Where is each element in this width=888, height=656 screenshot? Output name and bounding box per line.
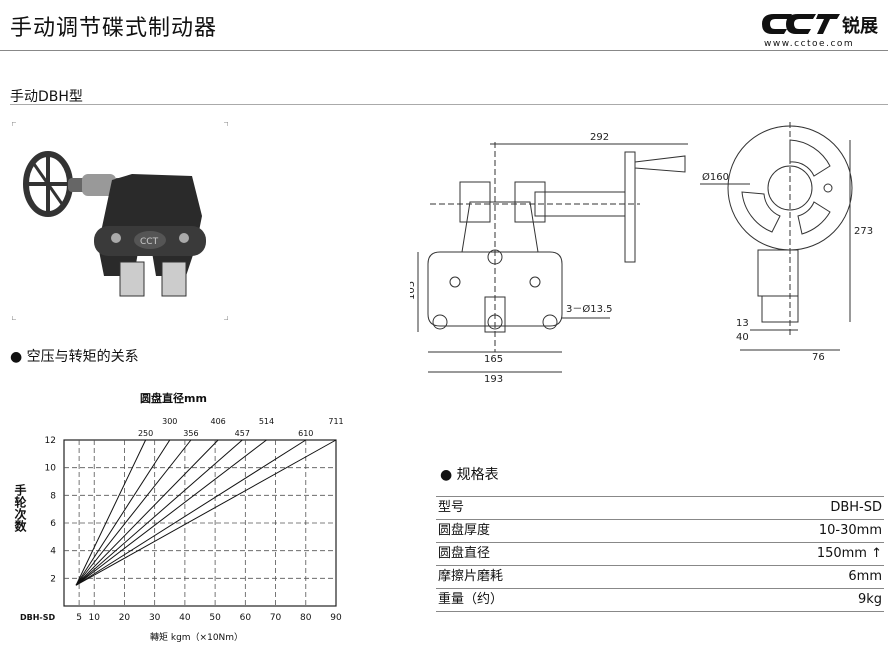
series-label-300: 300 xyxy=(162,417,177,426)
chart-xlabel: 轉矩 kgm（×10Nm） xyxy=(150,631,243,643)
y-tick-label: 2 xyxy=(50,574,56,584)
spec-row: 型号 DBH-SD xyxy=(436,496,884,520)
spec-section-heading: ● 规格表 xyxy=(440,464,499,484)
dim-13: 13 xyxy=(736,318,749,329)
dim-13-5: 3－Ø13.5 xyxy=(566,303,613,315)
dim-193: 193 xyxy=(484,374,503,382)
chart-corner-label: DBH-SD xyxy=(20,613,56,622)
logo-mark: 锐展 xyxy=(762,14,879,37)
dim-40: 40 xyxy=(736,332,749,343)
subtitle-divider xyxy=(10,104,888,105)
spec-row: 圆盘厚度 10-30mm xyxy=(436,520,884,543)
cct-logo: 锐展 www.cctoe.com xyxy=(762,14,879,48)
spec-value: 150mm ↑ xyxy=(816,546,882,561)
spec-value: 10-30mm xyxy=(818,523,882,538)
dim-76: 76 xyxy=(812,352,825,363)
series-label-457: 457 xyxy=(235,429,250,438)
dim-160: Ø160 xyxy=(702,171,729,183)
dim-165: 165 xyxy=(484,354,503,365)
spec-row: 重量（约） 9kg xyxy=(436,589,884,612)
technical-drawing: 292 165 193 105 3－Ø13.5 Ø160 273 13 40 7… xyxy=(410,122,873,382)
y-tick-label: 10 xyxy=(45,464,57,474)
chart-series-labels: 250 300 356 406 457 514 610 711 xyxy=(138,417,344,438)
x-tick-label: 40 xyxy=(179,613,191,623)
spec-label: 圆盘厚度 xyxy=(438,523,491,538)
bullet-icon: ● xyxy=(10,349,23,365)
x-tick-label: 50 xyxy=(209,613,221,623)
series-line-514 xyxy=(75,439,267,586)
spec-table: 型号 DBH-SD 圆盘厚度 10-30mm 圆盘直径 150mm ↑ 摩擦片磨… xyxy=(436,496,884,612)
dim-292: 292 xyxy=(590,132,609,143)
series-line-406 xyxy=(75,439,219,586)
brake-body: CCT xyxy=(94,174,206,297)
chart-section-label: 空压与转矩的关系 xyxy=(26,349,139,365)
series-label-250: 250 xyxy=(138,429,153,438)
torque-chart: 圆盘直径mm DBH-SD 轉矩 kgm（×10Nm） 手轮次数 2503003… xyxy=(13,391,344,643)
series-line-457 xyxy=(75,439,243,586)
adjust-nut xyxy=(82,174,116,196)
chart-title: 圆盘直径mm xyxy=(140,391,207,405)
x-tick-label: 30 xyxy=(149,613,161,623)
page-title: 手动调节碟式制动器 xyxy=(10,16,218,41)
bullet-icon: ● xyxy=(440,467,453,483)
chart-ylabel: 手轮次数 xyxy=(13,483,27,533)
series-label-610: 610 xyxy=(298,429,313,438)
spec-label: 圆盘直径 xyxy=(438,546,491,561)
chart-section-heading: ● 空压与转矩的关系 xyxy=(10,346,139,366)
header-divider xyxy=(0,50,888,51)
series-line-711 xyxy=(75,439,337,586)
spec-value: DBH-SD xyxy=(830,500,882,515)
spec-label: 型号 xyxy=(438,500,465,515)
spec-label: 重量（约） xyxy=(438,592,504,607)
logo-url: www.cctoe.com xyxy=(764,39,854,48)
series-line-300 xyxy=(75,439,171,586)
handwheel xyxy=(23,151,73,217)
x-tick-label: 90 xyxy=(330,613,342,623)
series-line-250 xyxy=(75,439,147,586)
series-line-610 xyxy=(75,439,307,586)
side-view xyxy=(700,122,853,351)
x-tick-label: 70 xyxy=(270,613,282,623)
svg-text:CCT: CCT xyxy=(140,237,159,247)
series-line-356 xyxy=(75,439,192,586)
series-label-406: 406 xyxy=(210,417,225,426)
spec-value: 6mm xyxy=(848,569,882,584)
x-tick-label: 10 xyxy=(88,613,100,623)
chart-series xyxy=(75,439,337,586)
x-tick-label: 60 xyxy=(240,613,252,623)
chart-ticks: 5 10 20 30 40 50 60 70 80 90 2 4 6 8 10 12 xyxy=(45,436,342,623)
front-view xyxy=(417,142,688,373)
series-label-711: 711 xyxy=(328,417,343,426)
chart-grid xyxy=(63,439,337,607)
y-tick-label: 4 xyxy=(50,547,56,557)
dim-273: 273 xyxy=(854,226,873,237)
series-label-356: 356 xyxy=(183,429,198,438)
y-tick-label: 6 xyxy=(50,519,56,529)
product-subtitle: 手动DBH型 xyxy=(10,89,83,105)
x-tick-label: 80 xyxy=(300,613,312,623)
product-photo: CCT xyxy=(12,122,228,320)
spec-row: 摩擦片磨耗 6mm xyxy=(436,566,884,589)
x-tick-label: 5 xyxy=(76,613,82,623)
series-label-514: 514 xyxy=(259,417,274,426)
spec-row: 圆盘直径 150mm ↑ xyxy=(436,543,884,566)
y-tick-label: 12 xyxy=(45,436,56,446)
spec-label: 摩擦片磨耗 xyxy=(438,569,504,584)
spec-value: 9kg xyxy=(857,592,882,607)
dim-105: 105 xyxy=(410,281,417,300)
spec-section-label: 规格表 xyxy=(456,467,499,483)
svg-text:锐展: 锐展 xyxy=(842,15,879,37)
y-tick-label: 8 xyxy=(50,491,56,501)
x-tick-label: 20 xyxy=(119,613,131,623)
